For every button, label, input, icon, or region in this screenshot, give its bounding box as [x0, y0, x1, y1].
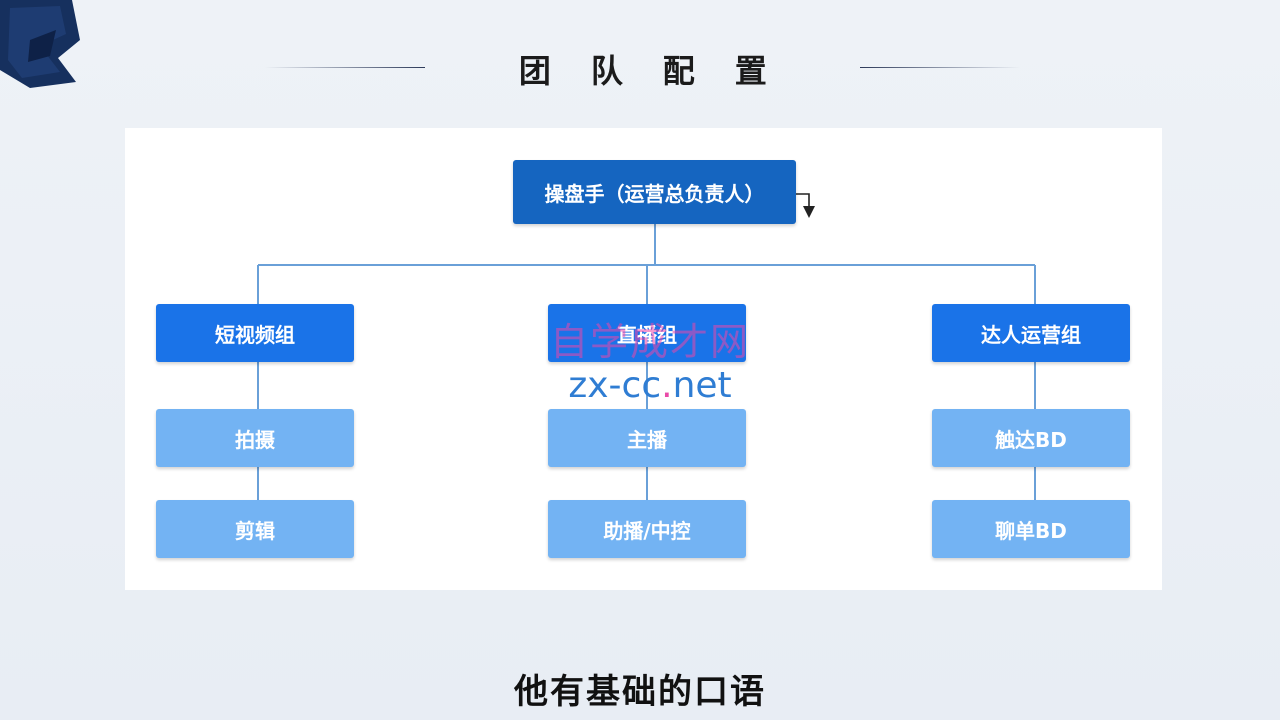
member-node: 聊单BD — [932, 500, 1130, 558]
title-divider-left — [265, 67, 425, 68]
member-node: 拍摄 — [156, 409, 354, 467]
member-node: 主播 — [548, 409, 746, 467]
group-node-live: 直播组 — [548, 304, 746, 362]
member-node: 触达BD — [932, 409, 1130, 467]
group-node-short-video: 短视频组 — [156, 304, 354, 362]
page-title: 团 队 配 置 — [518, 52, 782, 90]
member-node: 剪辑 — [156, 500, 354, 558]
group-node-influencer: 达人运营组 — [932, 304, 1130, 362]
corner-logo — [0, 0, 80, 88]
title-divider-right — [860, 67, 1020, 68]
org-root-node: 操盘手（运营总负责人） — [513, 160, 796, 224]
video-subtitle: 他有基础的口语 — [514, 672, 766, 712]
member-node: 助播/中控 — [548, 500, 746, 558]
title-bar: 团 队 配 置 — [0, 40, 1280, 100]
